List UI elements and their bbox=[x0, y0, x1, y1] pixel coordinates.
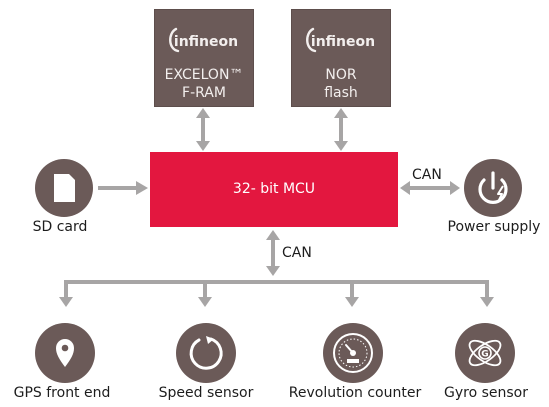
arrowhead bbox=[198, 297, 212, 307]
arrowhead bbox=[334, 141, 348, 151]
mcu-block: 32- bit MCU bbox=[150, 152, 398, 227]
svg-text:infineon: infineon bbox=[311, 34, 375, 50]
gyroscope-icon: G bbox=[455, 323, 515, 383]
arrowhead bbox=[59, 297, 73, 307]
arrowhead bbox=[334, 108, 348, 118]
chip-line-1: NOR bbox=[325, 67, 357, 83]
arrowhead bbox=[196, 108, 210, 118]
chip-line-2: F-RAM bbox=[182, 85, 226, 101]
sd-card-icon bbox=[35, 159, 93, 217]
svg-text:G: G bbox=[481, 350, 488, 360]
excelon-fram-chip: infineon EXCELON™ F-RAM bbox=[154, 9, 254, 107]
speed-sensor-label: Speed sensor bbox=[158, 385, 254, 401]
power-icon bbox=[464, 159, 522, 217]
arrowhead bbox=[400, 181, 410, 195]
arrowhead bbox=[480, 297, 494, 307]
svg-text:infineon: infineon bbox=[174, 34, 238, 50]
gyro-sensor-label: Gyro sensor bbox=[444, 385, 528, 401]
can-label-down: CAN bbox=[282, 245, 312, 261]
power-supply-label: Power supply bbox=[447, 219, 541, 235]
infineon-logo-icon: infineon bbox=[306, 27, 375, 53]
arrowhead bbox=[266, 266, 280, 276]
chip-line-1: EXCELON™ bbox=[164, 67, 244, 83]
sd-card-label: SD card bbox=[32, 219, 88, 235]
arrowhead bbox=[266, 230, 280, 240]
speed-sensor-icon bbox=[176, 323, 236, 383]
nor-flash-chip: infineon NOR flash bbox=[291, 9, 391, 107]
arrowhead bbox=[345, 297, 359, 307]
chip-line-2: flash bbox=[324, 85, 358, 101]
revolution-counter-icon bbox=[323, 323, 383, 383]
arrowhead bbox=[450, 181, 460, 195]
revolution-counter-label: Revolution counter bbox=[288, 385, 422, 401]
location-pin-icon bbox=[35, 323, 95, 383]
gps-label: GPS front end bbox=[13, 385, 111, 401]
infineon-logo-icon: infineon bbox=[169, 27, 238, 53]
arrowhead bbox=[196, 141, 210, 151]
can-label-right: CAN bbox=[412, 167, 442, 183]
mcu-label: 32- bit MCU bbox=[232, 181, 316, 197]
arrowhead bbox=[136, 181, 148, 195]
